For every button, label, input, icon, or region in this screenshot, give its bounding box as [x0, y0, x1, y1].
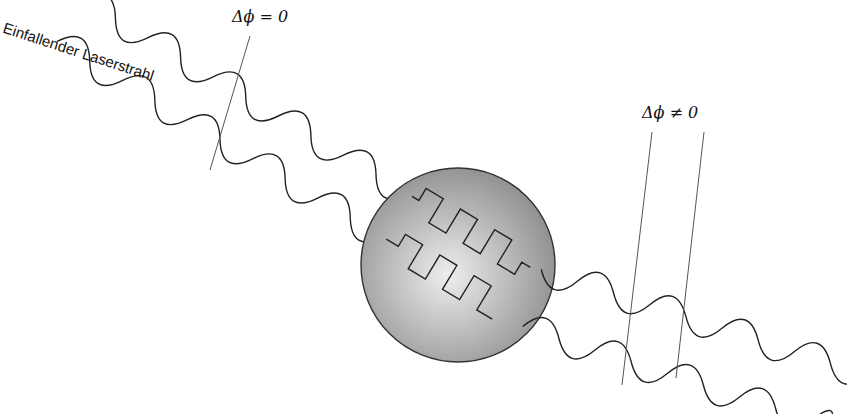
phase-marker-line [676, 132, 704, 378]
incident-waves [49, 0, 427, 257]
phase-marker-line [210, 36, 250, 170]
sample-sphere [361, 168, 555, 362]
outgoing-waves [518, 255, 847, 414]
phase-label: Δϕ = 0 [232, 8, 288, 26]
phase-marker-line [622, 132, 652, 385]
phase-label: Δϕ ≠ 0 [642, 104, 698, 122]
waves-inside-sphere [379, 184, 537, 322]
beam-label: Einfallender Laserstrahl [1, 20, 156, 84]
